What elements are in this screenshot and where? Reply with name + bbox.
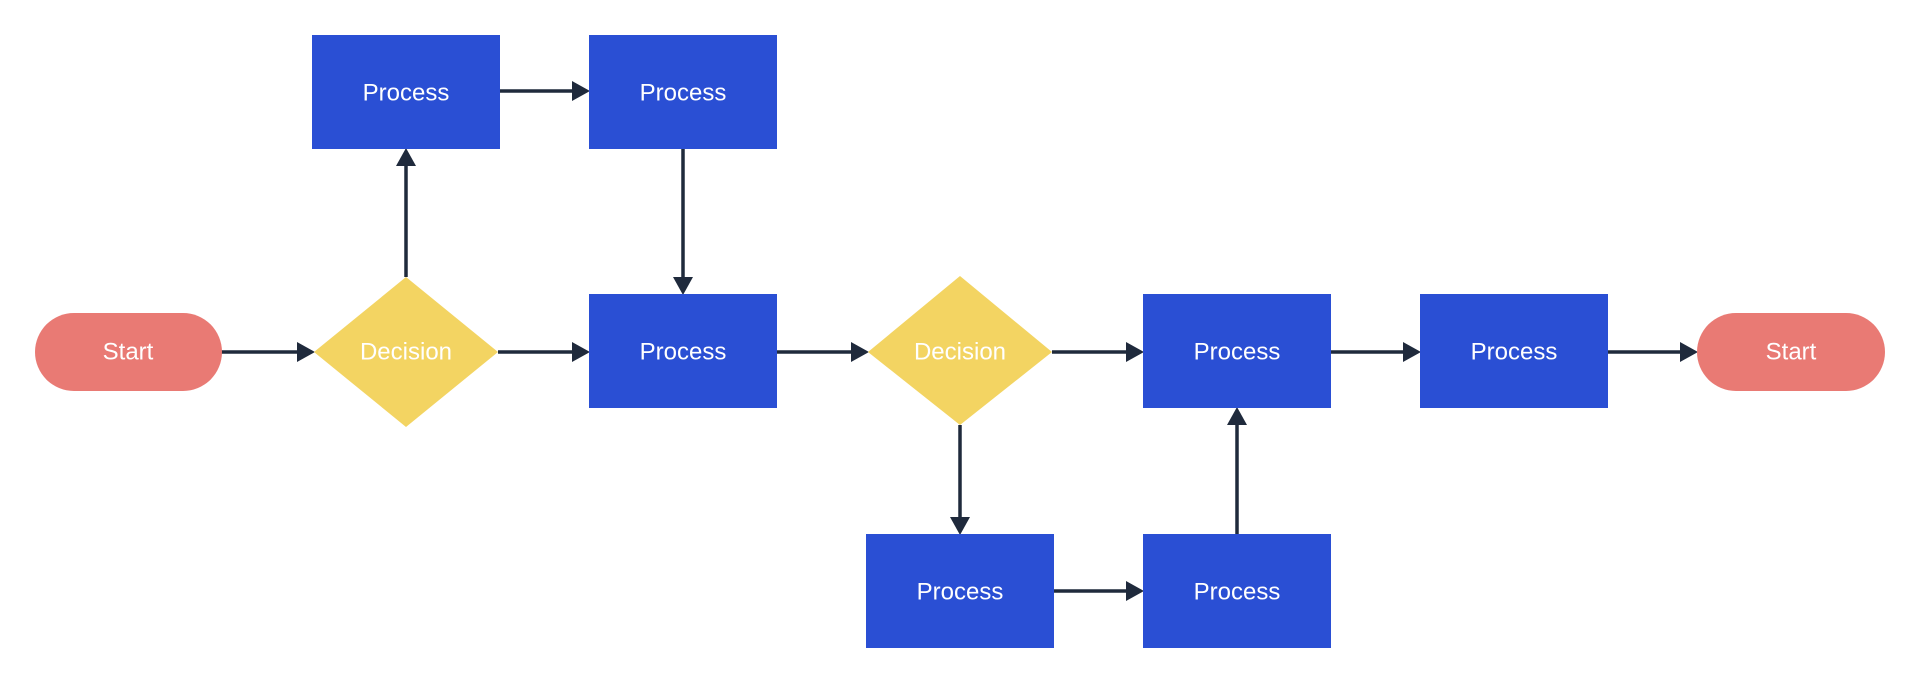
- process-node-bottom-2-label: Process: [1194, 579, 1281, 606]
- start-node-right[interactable]: Start: [1697, 313, 1885, 391]
- arrowhead-icon: [572, 81, 590, 101]
- connector-process-mid-1-to-decision-2: [777, 342, 869, 362]
- nodes: Start Decision Process Process Process D…: [35, 35, 1885, 648]
- process-node-top-2-label: Process: [640, 80, 727, 107]
- decision-node-2-label: Decision: [914, 339, 1006, 366]
- arrowhead-icon: [396, 148, 416, 166]
- connector-process-bottom-2-to-process-mid-2: [1227, 407, 1247, 535]
- connector-decision-1-to-process-mid-1: [498, 342, 590, 362]
- connector-decision-2-to-process-mid-2: [1052, 342, 1144, 362]
- process-node-bottom-1-label: Process: [917, 579, 1004, 606]
- connector-process-mid-2-to-process-mid-3: [1331, 342, 1421, 362]
- connector-process-bottom-1-to-process-bottom-2: [1054, 581, 1144, 601]
- process-node-bottom-2[interactable]: Process: [1143, 534, 1331, 648]
- connector-process-mid-3-to-start-right: [1608, 342, 1698, 362]
- arrowhead-icon: [297, 342, 315, 362]
- arrowhead-icon: [1126, 342, 1144, 362]
- process-node-mid-1[interactable]: Process: [589, 294, 777, 408]
- process-node-top-2[interactable]: Process: [589, 35, 777, 149]
- process-node-mid-2-label: Process: [1194, 339, 1281, 366]
- arrowhead-icon: [572, 342, 590, 362]
- arrowhead-icon: [1227, 407, 1247, 425]
- process-node-top-1-label: Process: [363, 80, 450, 107]
- connector-decision-1-to-process-top-1: [396, 148, 416, 277]
- connector-decision-2-to-process-bottom-1: [950, 425, 970, 535]
- connector-start-to-decision-1: [221, 342, 315, 362]
- process-node-mid-3-label: Process: [1471, 339, 1558, 366]
- arrowhead-icon: [851, 342, 869, 362]
- arrowhead-icon: [673, 277, 693, 295]
- decision-node-2[interactable]: Decision: [868, 276, 1052, 425]
- decision-node-1-label: Decision: [360, 339, 452, 366]
- start-node-left[interactable]: Start: [35, 313, 222, 391]
- process-node-mid-2[interactable]: Process: [1143, 294, 1331, 408]
- start-node-right-label: Start: [1766, 339, 1817, 366]
- arrowhead-icon: [950, 517, 970, 535]
- process-node-bottom-1[interactable]: Process: [866, 534, 1054, 648]
- connector-process-top-1-to-process-top-2: [500, 81, 590, 101]
- process-node-mid-1-label: Process: [640, 339, 727, 366]
- connectors: [221, 81, 1698, 601]
- process-node-top-1[interactable]: Process: [312, 35, 500, 149]
- arrowhead-icon: [1126, 581, 1144, 601]
- arrowhead-icon: [1680, 342, 1698, 362]
- process-node-mid-3[interactable]: Process: [1420, 294, 1608, 408]
- connector-process-top-2-to-process-mid-1: [673, 149, 693, 295]
- start-node-left-label: Start: [103, 339, 154, 366]
- decision-node-1[interactable]: Decision: [314, 277, 498, 427]
- arrowhead-icon: [1403, 342, 1421, 362]
